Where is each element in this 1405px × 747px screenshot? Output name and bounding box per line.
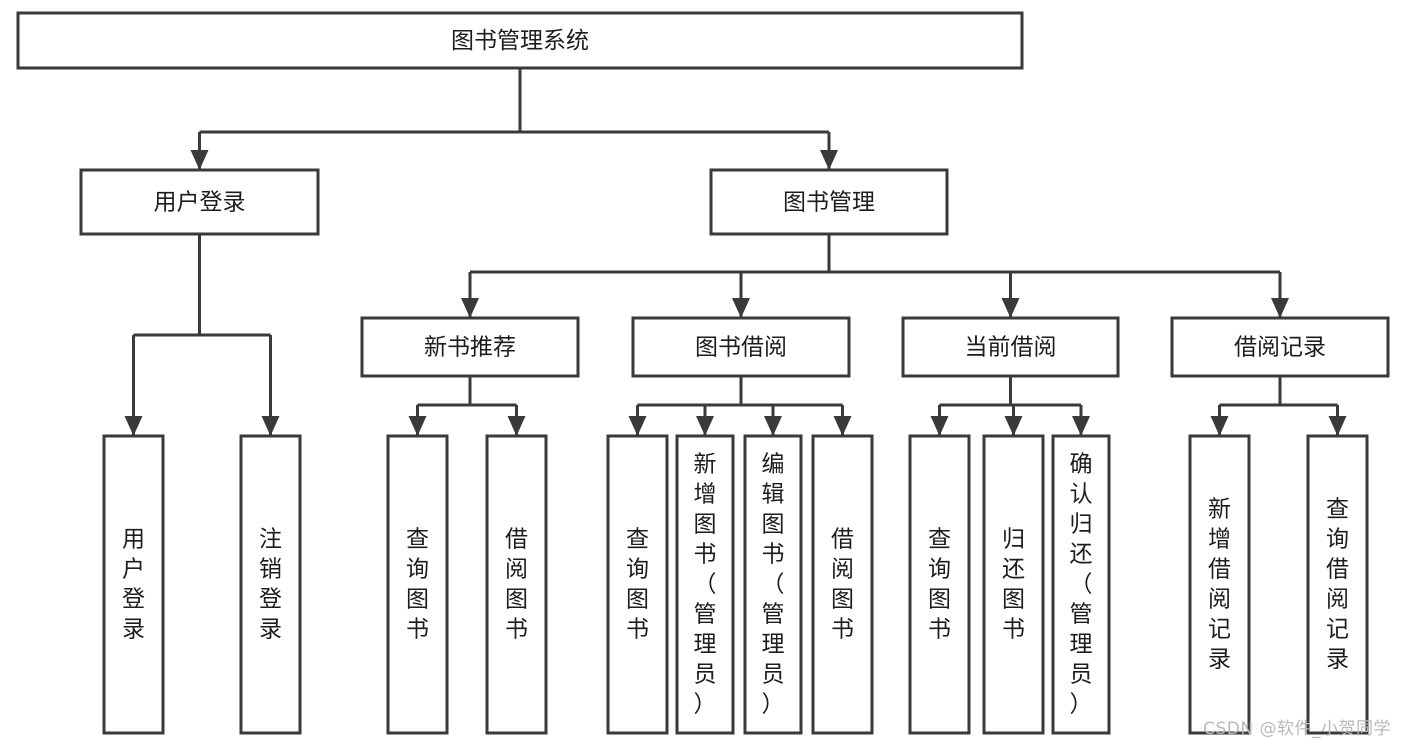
node-book-manage[interactable]: 图书管理 (709, 168, 949, 236)
node-user-login[interactable]: 用户登录 (79, 168, 320, 236)
arrow-icon-root-1 (820, 150, 838, 170)
node-box-leaf-borrow-book-2 (811, 434, 874, 735)
node-label-leaf-user-login: 用户登录 (122, 527, 145, 643)
node-box-current-borrow (901, 316, 1120, 378)
node-box-leaf-query-book-2 (606, 434, 669, 735)
arrow-icon-new-book-recommend-0 (408, 416, 427, 436)
node-label-leaf-confirm-return: 确认归还（管理员） (1070, 452, 1093, 718)
node-box-leaf-add-record (1188, 434, 1251, 735)
node-label-leaf-return-book: 归还图书 (1002, 527, 1025, 643)
node-borrow-record[interactable]: 借阅记录 (1170, 316, 1390, 378)
node-box-leaf-borrow-book-1 (485, 434, 548, 735)
connectors-layer (124, 68, 1347, 436)
arrow-icon-current-borrow-1 (1004, 416, 1023, 436)
node-label-user-login: 用户登录 (154, 190, 246, 216)
node-box-user-login (79, 168, 320, 236)
node-label-book-manage: 图书管理 (783, 190, 875, 216)
node-label-leaf-edit-book: 编辑图书（管理员） (762, 452, 785, 718)
arrow-icon-book-borrow-1 (696, 416, 714, 436)
node-label-leaf-add-record: 新增借阅记录 (1208, 497, 1231, 673)
arrow-icon-book-manage-1 (732, 298, 750, 318)
arrow-icon-user-login-0 (124, 416, 143, 436)
node-leaf-user-logout[interactable]: 注销登录 (239, 434, 302, 735)
node-leaf-add-book[interactable]: 新增图书（管理员） (675, 434, 735, 735)
arrow-icon-book-borrow-2 (764, 416, 782, 436)
node-label-leaf-query-record: 查询借阅记录 (1326, 497, 1349, 673)
arrow-icon-borrow-record-1 (1328, 416, 1347, 436)
arrow-icon-new-book-recommend-1 (507, 416, 526, 436)
node-box-leaf-edit-book (743, 434, 803, 735)
arrow-icon-book-manage-2 (1001, 298, 1020, 318)
arrow-icon-current-borrow-0 (930, 416, 949, 436)
node-box-new-book-recommend (360, 316, 580, 378)
arrow-icon-root-0 (190, 150, 209, 170)
node-leaf-query-book-2[interactable]: 查询图书 (606, 434, 669, 735)
node-leaf-query-book-1[interactable]: 查询图书 (386, 434, 449, 735)
node-label-new-book-recommend: 新书推荐 (424, 335, 516, 361)
node-box-leaf-user-logout (239, 434, 302, 735)
node-label-book-borrow: 图书借阅 (695, 335, 787, 361)
node-box-borrow-record (1170, 316, 1390, 378)
node-box-root (16, 11, 1024, 70)
node-label-borrow-record: 借阅记录 (1234, 335, 1326, 361)
node-leaf-user-login[interactable]: 用户登录 (102, 434, 165, 735)
node-leaf-return-book[interactable]: 归还图书 (982, 434, 1045, 735)
arrow-icon-user-login-1 (261, 416, 280, 436)
node-leaf-edit-book[interactable]: 编辑图书（管理员） (743, 434, 803, 735)
node-box-leaf-query-book-1 (386, 434, 449, 735)
node-leaf-borrow-book-2[interactable]: 借阅图书 (811, 434, 874, 735)
node-label-leaf-borrow-book-2: 借阅图书 (831, 527, 854, 643)
watermark-text: CSDN @软件_小贺同学 (1203, 719, 1391, 739)
node-root[interactable]: 图书管理系统 (16, 11, 1024, 70)
node-label-leaf-add-book: 新增图书（管理员） (694, 452, 717, 718)
node-leaf-query-record[interactable]: 查询借阅记录 (1306, 434, 1369, 735)
arrow-icon-borrow-record-0 (1210, 416, 1229, 436)
arrow-icon-current-borrow-2 (1072, 416, 1090, 436)
node-leaf-add-record[interactable]: 新增借阅记录 (1188, 434, 1251, 735)
node-label-leaf-borrow-book-1: 借阅图书 (505, 527, 528, 643)
node-box-leaf-add-book (675, 434, 735, 735)
node-box-book-manage (709, 168, 949, 236)
node-label-current-borrow: 当前借阅 (965, 335, 1057, 361)
node-leaf-confirm-return[interactable]: 确认归还（管理员） (1051, 434, 1111, 735)
arrow-icon-book-borrow-0 (628, 416, 647, 436)
node-box-leaf-confirm-return (1051, 434, 1111, 735)
arrow-icon-book-manage-0 (461, 298, 479, 318)
node-label-leaf-query-book-3: 查询图书 (928, 527, 951, 643)
node-box-leaf-query-record (1306, 434, 1369, 735)
node-leaf-query-book-3[interactable]: 查询图书 (908, 434, 971, 735)
node-box-leaf-return-book (982, 434, 1045, 735)
node-label-leaf-user-logout: 注销登录 (259, 527, 282, 643)
node-current-borrow[interactable]: 当前借阅 (901, 316, 1120, 378)
node-leaf-borrow-book-1[interactable]: 借阅图书 (485, 434, 548, 735)
node-book-borrow[interactable]: 图书借阅 (631, 316, 851, 378)
nodes-layer: 图书管理系统用户登录图书管理新书推荐图书借阅当前借阅借阅记录用户登录注销登录查询… (16, 11, 1390, 735)
node-box-book-borrow (631, 316, 851, 378)
node-label-leaf-query-book-2: 查询图书 (626, 527, 649, 643)
node-new-book-recommend[interactable]: 新书推荐 (360, 316, 580, 378)
node-box-leaf-query-book-3 (908, 434, 971, 735)
arrow-icon-book-manage-3 (1271, 298, 1289, 318)
node-box-leaf-user-login (102, 434, 165, 735)
node-label-leaf-query-book-1: 查询图书 (406, 527, 429, 643)
node-label-root: 图书管理系统 (451, 28, 589, 54)
arrow-icon-book-borrow-3 (833, 416, 852, 436)
